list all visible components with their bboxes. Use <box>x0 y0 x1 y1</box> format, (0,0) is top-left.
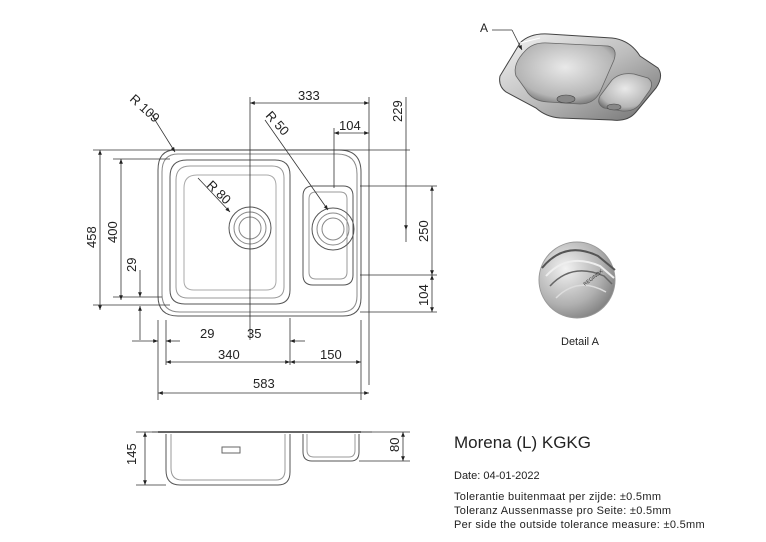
dim-104-right: 104 <box>416 284 431 306</box>
side-small-bowl <box>302 434 360 462</box>
dimension-lines <box>93 97 437 400</box>
dim-r80: R 80 <box>204 177 234 207</box>
detail-a-caption: Detail A <box>561 336 599 348</box>
dim-333: 333 <box>298 88 320 103</box>
dim-150: 150 <box>320 347 342 362</box>
detail-marker-label: A <box>480 21 489 35</box>
dim-35: 35 <box>247 326 261 341</box>
dim-104-top: 104 <box>339 118 361 133</box>
dim-r109: R 109 <box>127 91 163 125</box>
side-view <box>152 431 372 486</box>
tolerance-nl: Tolerantie buitenmaat per zijde: ±0.5mm <box>454 491 662 503</box>
dim-229: 229 <box>390 100 405 122</box>
side-big-bowl <box>165 434 291 486</box>
dimension-texts: R 109 R 50 R 80 333 104 229 458 400 29 2… <box>84 88 431 465</box>
top-view <box>157 149 362 317</box>
small-drain <box>311 207 355 251</box>
drawing-date: Date: 04-01-2022 <box>454 470 540 482</box>
sink-outer-rim <box>157 149 362 317</box>
dim-250: 250 <box>416 220 431 242</box>
dim-29-bottom: 29 <box>200 326 214 341</box>
sink-3d-render <box>499 33 662 121</box>
dim-340: 340 <box>218 347 240 362</box>
small-bowl-outline <box>302 185 354 286</box>
dim-400: 400 <box>105 221 120 243</box>
product-title: Morena (L) KGKG <box>454 433 591 452</box>
dim-145: 145 <box>124 443 139 465</box>
tolerance-en: Per side the outside tolerance measure: … <box>454 519 705 531</box>
dim-583: 583 <box>253 376 275 391</box>
large-bowl-outline <box>169 159 291 305</box>
detail-a-zoom: REGINOX <box>538 241 616 319</box>
dim-80: 80 <box>387 438 402 452</box>
dim-29-left: 29 <box>124 258 139 272</box>
tolerance-de: Toleranz Aussenmasse pro Seite: ±0.5mm <box>454 505 672 517</box>
dim-458: 458 <box>84 226 99 248</box>
